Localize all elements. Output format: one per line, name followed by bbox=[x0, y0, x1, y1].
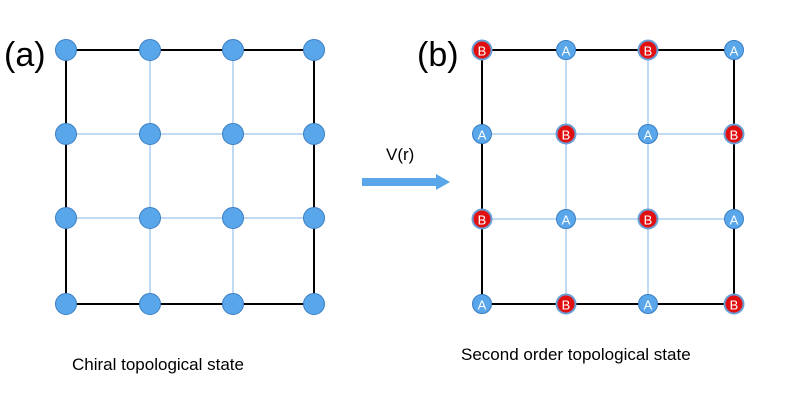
site-letter: A bbox=[562, 44, 571, 59]
site-circle bbox=[222, 123, 244, 145]
site bbox=[55, 293, 77, 315]
site-b: B bbox=[637, 39, 659, 61]
site bbox=[139, 39, 161, 61]
lattice-border bbox=[481, 49, 735, 305]
site-circle bbox=[222, 39, 244, 61]
site-circle bbox=[637, 39, 659, 61]
site-letter: A bbox=[730, 213, 739, 228]
site-letter: A bbox=[644, 298, 653, 313]
site-b: B bbox=[555, 293, 577, 315]
site bbox=[222, 207, 244, 229]
arrow-label: V(r) bbox=[386, 145, 414, 164]
site-b: B bbox=[555, 123, 577, 145]
left-caption: Chiral topological state bbox=[72, 355, 244, 374]
site-a: A bbox=[638, 124, 658, 144]
site bbox=[222, 39, 244, 61]
site-circle bbox=[471, 208, 493, 230]
site-circle bbox=[55, 207, 77, 229]
site-b: B bbox=[471, 208, 493, 230]
site-circle bbox=[222, 293, 244, 315]
site-circle bbox=[724, 40, 744, 60]
site-letter: B bbox=[562, 298, 571, 313]
site-circle bbox=[139, 207, 161, 229]
site bbox=[303, 207, 325, 229]
site-letter: B bbox=[644, 213, 653, 228]
site-a: A bbox=[638, 294, 658, 314]
lattice-border bbox=[65, 49, 315, 305]
site bbox=[303, 123, 325, 145]
site-circle bbox=[724, 209, 744, 229]
site-letter: B bbox=[730, 298, 739, 313]
site bbox=[139, 293, 161, 315]
site-a: A bbox=[472, 124, 492, 144]
site-circle bbox=[555, 123, 577, 145]
site bbox=[139, 207, 161, 229]
site-circle bbox=[637, 208, 659, 230]
site bbox=[55, 39, 77, 61]
site-letter: B bbox=[644, 44, 653, 59]
site-letter: A bbox=[644, 128, 653, 143]
site-a: A bbox=[724, 209, 744, 229]
site-circle bbox=[139, 123, 161, 145]
site-letter: A bbox=[478, 298, 487, 313]
site-circle bbox=[303, 207, 325, 229]
site-circle bbox=[556, 40, 576, 60]
site-b: B bbox=[637, 208, 659, 230]
site-circle bbox=[638, 294, 658, 314]
site-circle bbox=[139, 293, 161, 315]
site-circle bbox=[139, 39, 161, 61]
site-b: B bbox=[471, 39, 493, 61]
site-circle bbox=[723, 123, 745, 145]
site-circle bbox=[472, 294, 492, 314]
site-a: A bbox=[724, 40, 744, 60]
site bbox=[303, 39, 325, 61]
site bbox=[139, 123, 161, 145]
arrow-icon bbox=[362, 174, 450, 190]
site-circle bbox=[555, 293, 577, 315]
site-circle bbox=[55, 39, 77, 61]
site-letter: B bbox=[478, 213, 487, 228]
site-letter: B bbox=[730, 128, 739, 143]
site bbox=[303, 293, 325, 315]
site-circle bbox=[303, 293, 325, 315]
site bbox=[55, 123, 77, 145]
site-circle bbox=[556, 209, 576, 229]
panel-b-label: (b) bbox=[417, 36, 459, 74]
site-b: B bbox=[723, 293, 745, 315]
panel-a-label: (a) bbox=[4, 36, 46, 74]
site-circle bbox=[472, 124, 492, 144]
second-order-lattice: B A B A A B A B B A B A A B A B bbox=[471, 39, 745, 315]
right-caption: Second order topological state bbox=[461, 345, 691, 364]
site-circle bbox=[55, 293, 77, 315]
site-circle bbox=[638, 124, 658, 144]
transition-arrow: V(r) bbox=[362, 145, 450, 190]
site-circle bbox=[471, 39, 493, 61]
site-a: A bbox=[556, 209, 576, 229]
site-letter: A bbox=[562, 213, 571, 228]
site-letter: A bbox=[730, 44, 739, 59]
site bbox=[222, 293, 244, 315]
site-letter: B bbox=[478, 44, 487, 59]
site-circle bbox=[303, 39, 325, 61]
site-circle bbox=[222, 207, 244, 229]
site-letter: A bbox=[478, 128, 487, 143]
site-a: A bbox=[556, 40, 576, 60]
site-a: A bbox=[472, 294, 492, 314]
site bbox=[55, 207, 77, 229]
site-circle bbox=[303, 123, 325, 145]
chiral-lattice bbox=[55, 39, 325, 315]
site bbox=[222, 123, 244, 145]
site-circle bbox=[723, 293, 745, 315]
site-letter: B bbox=[562, 128, 571, 143]
site-b: B bbox=[723, 123, 745, 145]
site-circle bbox=[55, 123, 77, 145]
